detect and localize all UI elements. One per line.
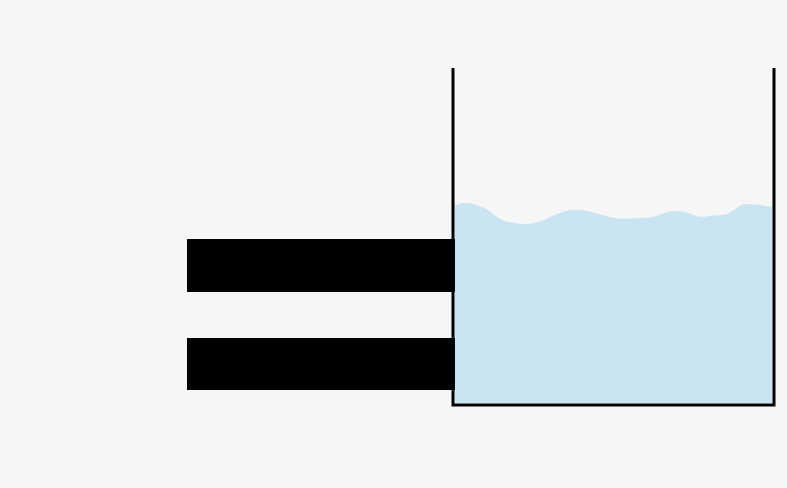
- container-outline: [451, 68, 776, 407]
- black-bar-bottom: [187, 338, 455, 390]
- liquid-fill: [455, 202, 772, 403]
- black-bar-top: [187, 239, 455, 292]
